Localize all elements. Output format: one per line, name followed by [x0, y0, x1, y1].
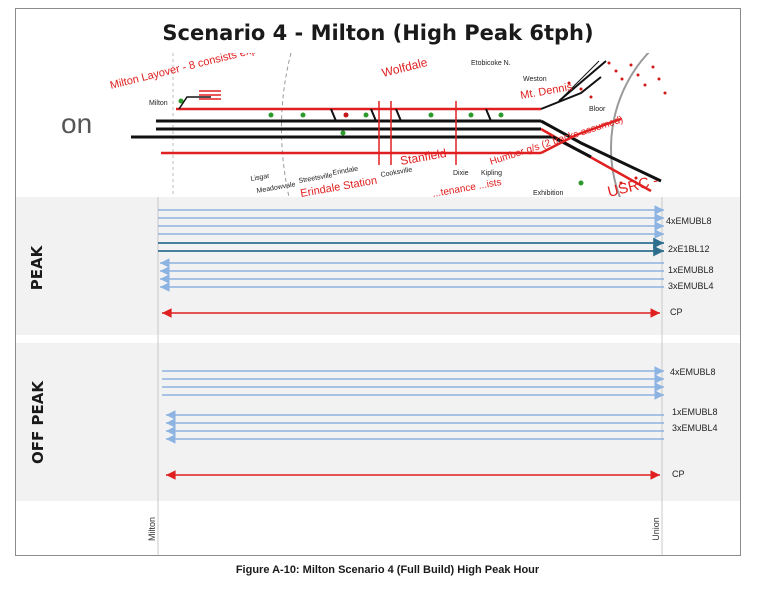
map-partial-text: on — [61, 108, 92, 139]
map-station-label: Erindale — [332, 166, 359, 177]
track-schematic-map: on Milton Lisgar Meadowvale Streetsville… — [61, 53, 681, 197]
peak-group-label: 1xEMUBL8 — [668, 265, 714, 275]
offpeak-group-label: 4xEMUBL8 — [670, 367, 716, 377]
peak-group-label: 4xEMUBL8 — [666, 216, 712, 226]
map-station-label: Dixie — [453, 170, 469, 177]
map-station-label: Etobicoke N. — [471, 60, 511, 67]
figure-frame: Scenario 4 - Milton (High Peak 6tph) — [15, 8, 741, 556]
map-station-label: Milton — [149, 100, 168, 107]
axis-label-union: Union — [651, 517, 661, 541]
peak-group-label: 2xE1BL12 — [668, 244, 710, 254]
peak-cp-label: CP — [670, 307, 683, 317]
axis-label-milton: Milton — [147, 517, 157, 542]
offpeak-cp-label: CP — [672, 469, 685, 479]
peak-group-label: 3xEMUBL4 — [668, 281, 714, 291]
service-arrows — [157, 197, 664, 555]
map-station-label: Bloor — [589, 106, 606, 113]
map-station-label: Lisgar — [250, 173, 271, 183]
offpeak-group-label: 1xEMUBL8 — [672, 407, 718, 417]
offpeak-group-label: 3xEMUBL4 — [672, 423, 718, 433]
figure-title: Scenario 4 - Milton (High Peak 6tph) — [162, 21, 594, 45]
figure-caption: Figure A-10: Milton Scenario 4 (Full Bui… — [235, 564, 540, 576]
map-station-label: Kipling — [481, 170, 502, 177]
map-station-label: Exhibition — [533, 190, 563, 197]
map-station-label: Weston — [523, 76, 547, 83]
